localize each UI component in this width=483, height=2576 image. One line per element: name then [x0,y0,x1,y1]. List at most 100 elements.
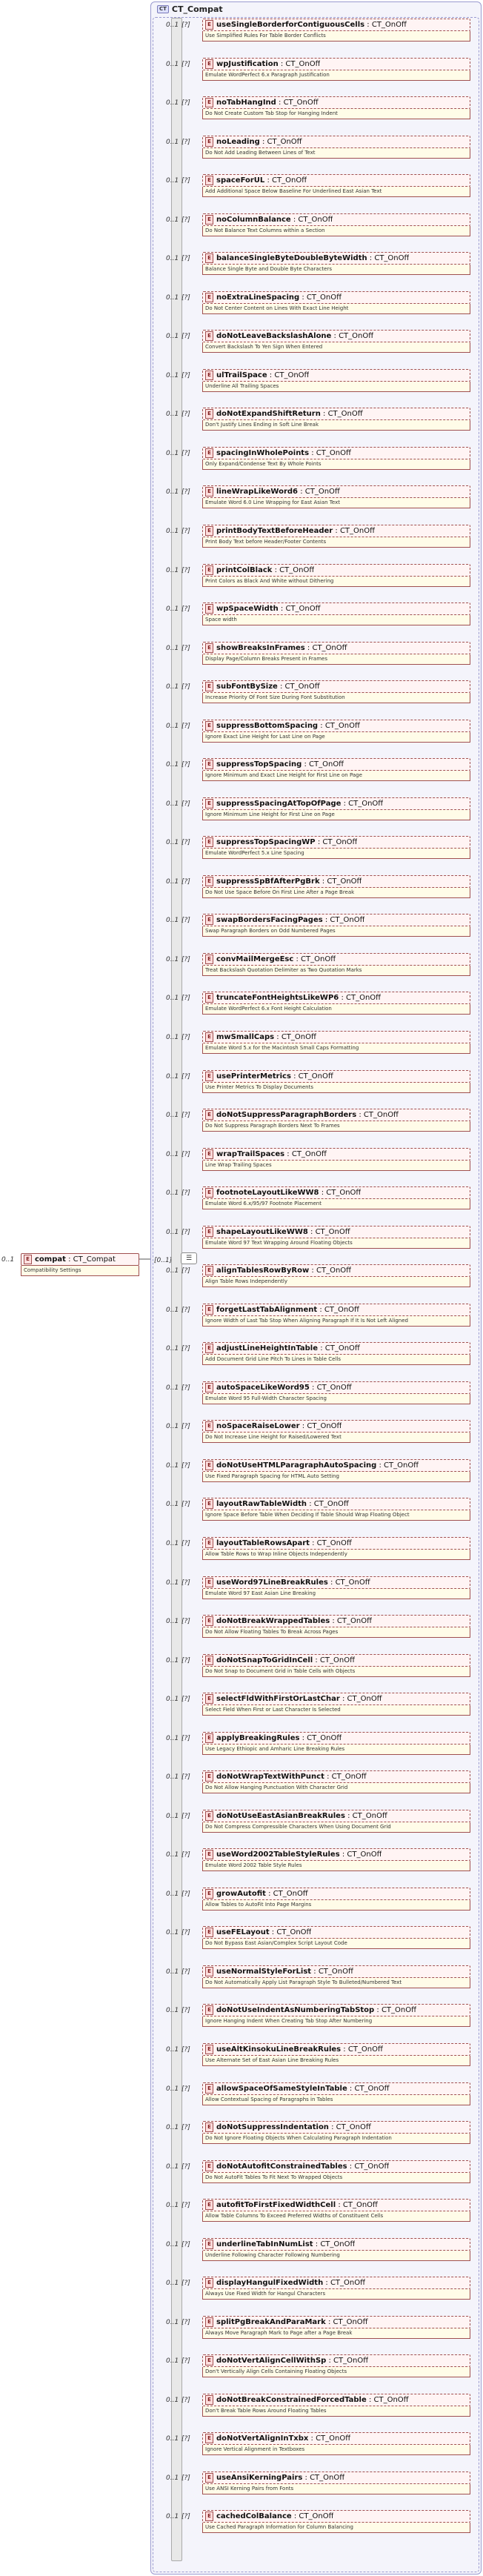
element-occurrence-marker: [?] [181,216,190,224]
element-type: CT_OnOff [316,1539,352,1547]
element-icon: E [205,1889,213,1899]
element-name: suppressTopSpacingWP [216,838,316,846]
element-icon: E [205,1733,213,1743]
root-element-compat[interactable]: 0..1 E compat : CT_Compat Compatibility … [1,1253,139,1276]
element-icon: E [205,59,213,69]
element-name: lineWrapLikeWord6 [216,488,299,496]
element-multiplicity: 0..1 [166,839,179,846]
root-element-box[interactable]: E compat : CT_Compat [21,1253,139,1266]
element-doc: Allow Table Columns To Exceed Preferred … [202,2211,470,2222]
element-type: CT_OnOff [339,332,374,340]
element-icon: E [205,643,213,653]
element-multiplicity: 0..1 [166,1307,179,1314]
element-occurrence-marker: [?] [181,21,190,29]
element-doc: Allow Tables to AutoFit Into Page Margin… [202,1900,470,1911]
element-name: convMailMergeEsc [216,955,294,963]
element-occurrence-marker: [?] [181,411,190,418]
element-doc: Use Printer Metrics To Display Documents [202,1083,470,1093]
element-type: CT_OnOff [285,605,321,613]
element-doc: Ignore Minimum and Exact Line Height for… [202,771,470,781]
element-name: suppressSpacingAtTopOfPage [216,800,342,808]
element-type: CT_OnOff [326,1189,362,1197]
element-doc: Swap Paragraph Borders on Odd Numbered P… [202,926,470,937]
element-icon: E [205,20,213,30]
element-occurrence-marker: [?] [181,2397,190,2404]
element-name: doNotBreakConstrainedForcedTable [216,2396,367,2404]
element-name: forgetLastTabAlignment [216,1306,318,1314]
element-type: CT_OnOff [373,2396,409,2404]
sequence-icon[interactable]: ☰ [181,1252,197,1264]
element-occurrence-marker: [?] [181,1657,190,1664]
element-name: doNotSuppressIndentation [216,2123,329,2131]
root-element-doc: Compatibility Settings [21,1266,139,1276]
element-name: noTabHangInd [216,99,276,107]
element-type: CT_OnOff [316,449,351,457]
